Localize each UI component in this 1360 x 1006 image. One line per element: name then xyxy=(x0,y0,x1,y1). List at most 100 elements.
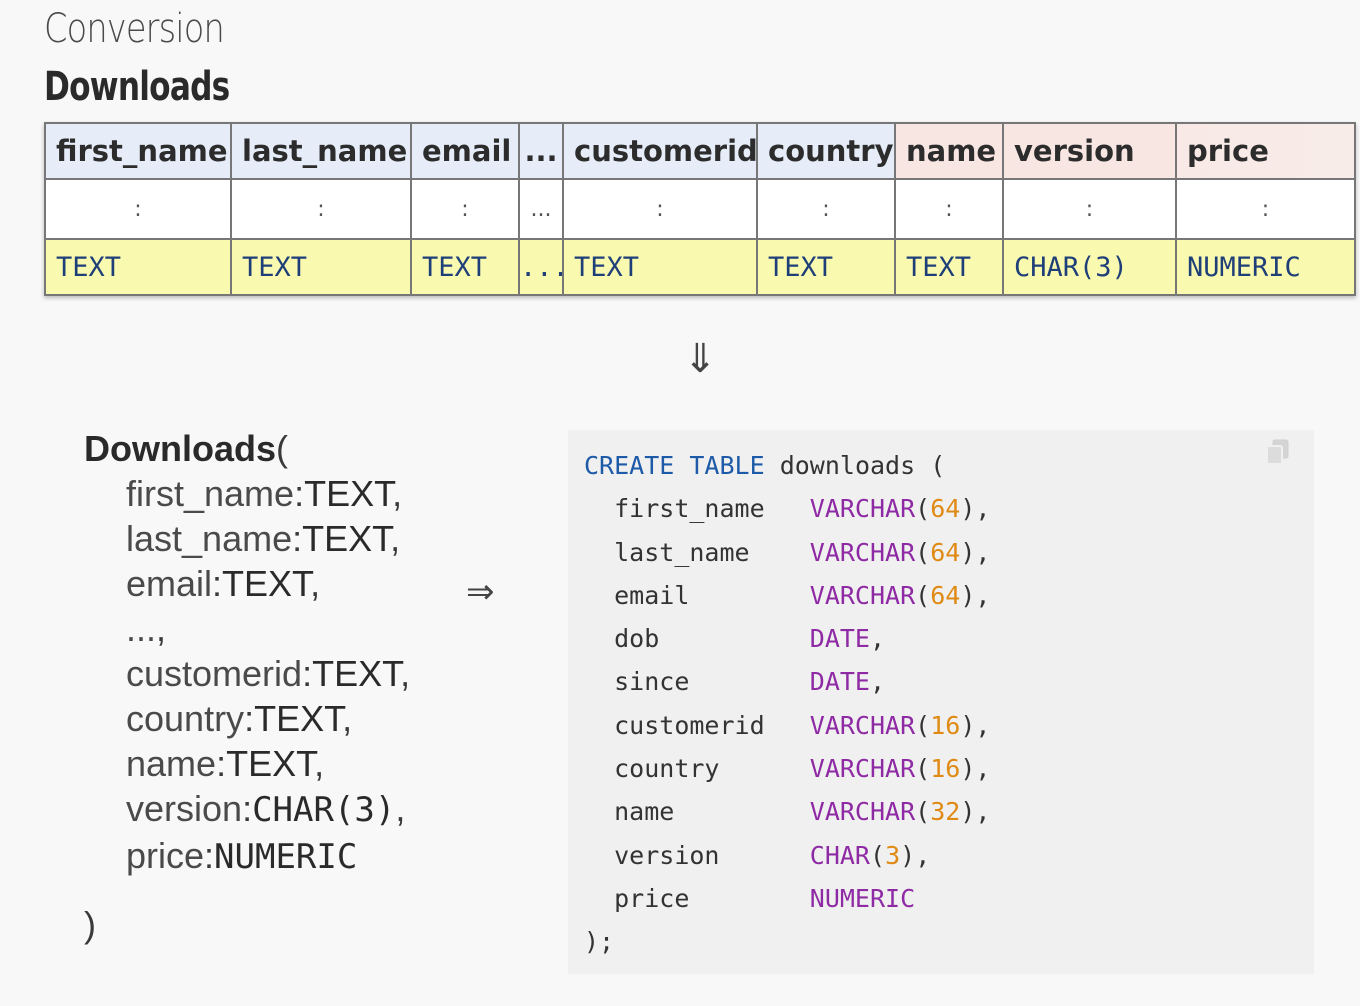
relation-schema: Downloads( first_name:TEXT,last_name:TEX… xyxy=(84,426,410,947)
sql-column-type: VARCHAR xyxy=(809,797,916,827)
attribute-type: TEXT xyxy=(254,698,343,739)
sql-column-line: first_name VARCHAR(64), xyxy=(584,487,1298,530)
sql-column-size: 32 xyxy=(930,797,961,827)
placeholder-cell: : xyxy=(1175,178,1356,240)
type-cell: TEXT xyxy=(894,238,1004,296)
sql-column-suffix: , xyxy=(915,840,931,870)
placeholder-cell: ... xyxy=(518,178,564,240)
attribute-suffix: , xyxy=(314,743,325,784)
relation-attribute: last_name:TEXT, xyxy=(126,516,410,561)
attribute-suffix: , xyxy=(395,788,406,829)
sql-column-line: country VARCHAR(16), xyxy=(584,747,1298,790)
sql-column-type: NUMERIC xyxy=(809,883,916,913)
slide-heading: Downloads xyxy=(44,64,230,110)
sql-column-name: name xyxy=(614,797,675,827)
placeholder-cell: : xyxy=(410,178,520,240)
column-header: name xyxy=(894,122,1004,180)
sql-column-suffix: , xyxy=(975,494,991,524)
relation-attribute: ..., xyxy=(126,606,410,651)
sql-code-block: CREATE TABLE downloads ( first_name VARC… xyxy=(568,430,1314,974)
column-header: email xyxy=(410,122,520,180)
sql-column-line: email VARCHAR(64), xyxy=(584,574,1298,617)
type-cell: NUMERIC xyxy=(1175,238,1356,296)
sql-keyword: TABLE xyxy=(689,451,765,480)
attribute-suffix: , xyxy=(342,698,353,739)
type-cell: TEXT xyxy=(562,238,758,296)
sql-column-type: VARCHAR xyxy=(809,710,916,740)
sql-column-type: VARCHAR xyxy=(809,580,916,610)
placeholder-cell: : xyxy=(1002,178,1177,240)
relation-attribute: name:TEXT, xyxy=(126,741,410,786)
sql-column-line: customerid VARCHAR(16), xyxy=(584,704,1298,747)
sql-column-name: since xyxy=(614,667,690,697)
sql-column-suffix: , xyxy=(975,580,991,610)
relation-close-paren: ) xyxy=(84,904,96,945)
sql-column-type: VARCHAR xyxy=(809,754,916,784)
type-cell: TEXT xyxy=(756,238,896,296)
sql-column-line: dob DATE, xyxy=(584,617,1298,660)
placeholder-cell: : xyxy=(44,178,232,240)
column-header: price xyxy=(1175,122,1356,180)
attribute-suffix: , xyxy=(390,518,401,559)
sql-column-type: DATE xyxy=(809,667,870,697)
attribute-type: TEXT xyxy=(226,743,315,784)
attribute-separator: : xyxy=(294,473,305,514)
placeholder-row: :::...::::: xyxy=(44,178,1356,240)
sql-column-type: VARCHAR xyxy=(809,494,916,524)
sql-column-name: first_name xyxy=(614,494,765,524)
attribute-name: first_name xyxy=(126,473,295,514)
column-header: ... xyxy=(518,122,564,180)
sql-column-suffix: , xyxy=(975,754,991,784)
sql-column-suffix: , xyxy=(975,537,991,567)
sql-column-suffix: , xyxy=(870,667,886,697)
placeholder-cell: : xyxy=(562,178,758,240)
relation-attribute: first_name:TEXT, xyxy=(126,471,410,516)
attribute-type: TEXT xyxy=(304,473,393,514)
attribute-suffix: , xyxy=(400,653,411,694)
relation-attribute: price:NUMERIC xyxy=(126,833,410,880)
sql-column-type: VARCHAR xyxy=(809,537,916,567)
sql-column-line: name VARCHAR(32), xyxy=(584,790,1298,833)
sql-column-name: email xyxy=(614,580,690,610)
down-arrow-icon: ⇓ xyxy=(683,336,717,382)
column-header: customerid xyxy=(562,122,758,180)
sql-column-size: 16 xyxy=(930,754,961,784)
sql-column-suffix: , xyxy=(870,624,886,654)
type-cell: ... xyxy=(518,238,564,296)
sql-column-name: version xyxy=(614,840,720,870)
attribute-type: TEXT xyxy=(222,563,311,604)
attribute-separator: : xyxy=(302,653,313,694)
attribute-separator: : xyxy=(216,743,227,784)
attribute-name: name xyxy=(126,743,217,784)
sql-column-name: customerid xyxy=(614,710,765,740)
relation-open-paren: ( xyxy=(276,428,289,469)
relation-attribute: customerid:TEXT, xyxy=(126,651,410,696)
sql-column-suffix: , xyxy=(975,797,991,827)
right-arrow-icon: ⇒ xyxy=(466,572,495,612)
copy-icon[interactable] xyxy=(1262,436,1294,468)
sql-column-name: last_name xyxy=(614,537,750,567)
attribute-name: last_name xyxy=(126,518,293,559)
type-row: TEXTTEXTTEXT...TEXTTEXTTEXTCHAR(3)NUMERI… xyxy=(44,238,1356,296)
attribute-type: TEXT xyxy=(302,518,391,559)
attribute-separator: : xyxy=(204,835,215,876)
type-cell: CHAR(3) xyxy=(1002,238,1177,296)
attribute-name: price xyxy=(126,835,205,876)
attribute-suffix: , xyxy=(310,563,321,604)
relation-name: Downloads xyxy=(84,428,277,469)
placeholder-cell: : xyxy=(894,178,1004,240)
sql-close: ); xyxy=(584,927,615,957)
relation-attribute: email:TEXT, xyxy=(126,561,410,606)
sql-column-size: 3 xyxy=(885,840,901,870)
sql-code: CREATE TABLE downloads ( first_name VARC… xyxy=(584,444,1298,964)
attribute-name: version xyxy=(126,788,243,829)
attribute-type: CHAR(3) xyxy=(252,790,396,830)
sql-column-line: last_name VARCHAR(64), xyxy=(584,531,1298,574)
sql-line: CREATE TABLE downloads ( xyxy=(584,444,1298,487)
type-cell: TEXT xyxy=(410,238,520,296)
sql-keyword: CREATE xyxy=(584,451,675,480)
type-cell: TEXT xyxy=(230,238,412,296)
attribute-separator: : xyxy=(212,563,223,604)
column-header: version xyxy=(1002,122,1177,180)
